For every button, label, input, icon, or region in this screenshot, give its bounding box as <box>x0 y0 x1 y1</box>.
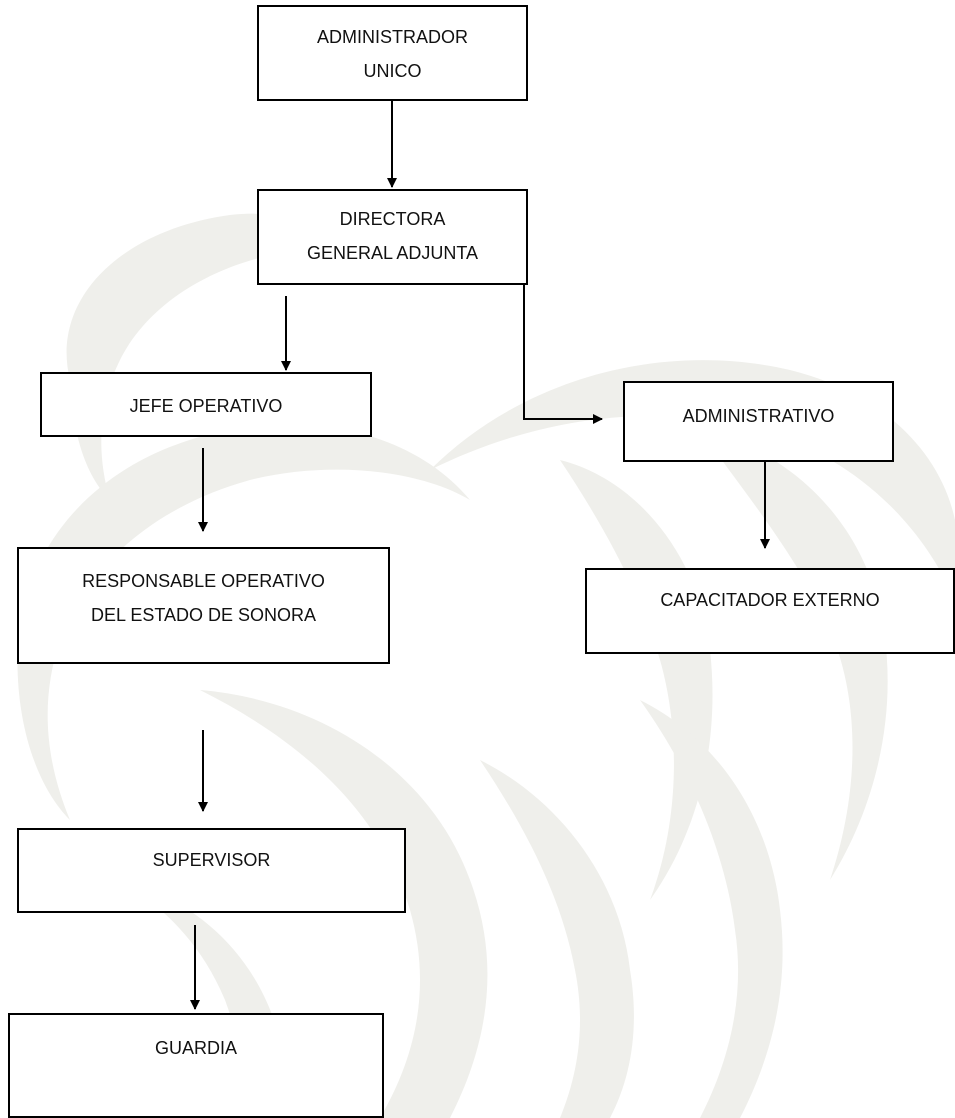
node-administrador-unico-line2: UNICO <box>363 61 422 81</box>
node-jefe-operativo: JEFE OPERATIVO <box>40 372 372 437</box>
node-supervisor: SUPERVISOR <box>17 828 406 913</box>
node-directora-line2: GENERAL ADJUNTA <box>306 243 479 263</box>
node-capacitador-line1: CAPACITADOR EXTERNO <box>660 590 880 610</box>
node-administrativo: ADMINISTRATIVO <box>623 381 894 462</box>
arrow-directora-to-administrativo <box>523 285 603 424</box>
node-responsable-line2: DEL ESTADO DE SONORA <box>90 605 317 625</box>
node-guardia-line1: GUARDIA <box>154 1038 237 1058</box>
node-administrativo-line1: ADMINISTRATIVO <box>682 406 835 426</box>
node-guardia: GUARDIA <box>8 1013 384 1118</box>
node-supervisor-line1: SUPERVISOR <box>152 850 271 870</box>
node-directora-line1: DIRECTORA <box>339 209 446 229</box>
node-administrador-unico: ADMINISTRADOR UNICO <box>257 5 528 101</box>
node-jefe-operativo-line1: JEFE OPERATIVO <box>129 396 283 416</box>
node-capacitador-externo: CAPACITADOR EXTERNO <box>585 568 955 654</box>
node-responsable-line1: RESPONSABLE OPERATIVO <box>82 571 325 591</box>
node-administrador-unico-line1: ADMINISTRADOR <box>316 27 468 47</box>
node-responsable-operativo: RESPONSABLE OPERATIVO DEL ESTADO DE SONO… <box>17 547 390 664</box>
node-directora-general-adjunta: DIRECTORA GENERAL ADJUNTA <box>257 189 528 285</box>
